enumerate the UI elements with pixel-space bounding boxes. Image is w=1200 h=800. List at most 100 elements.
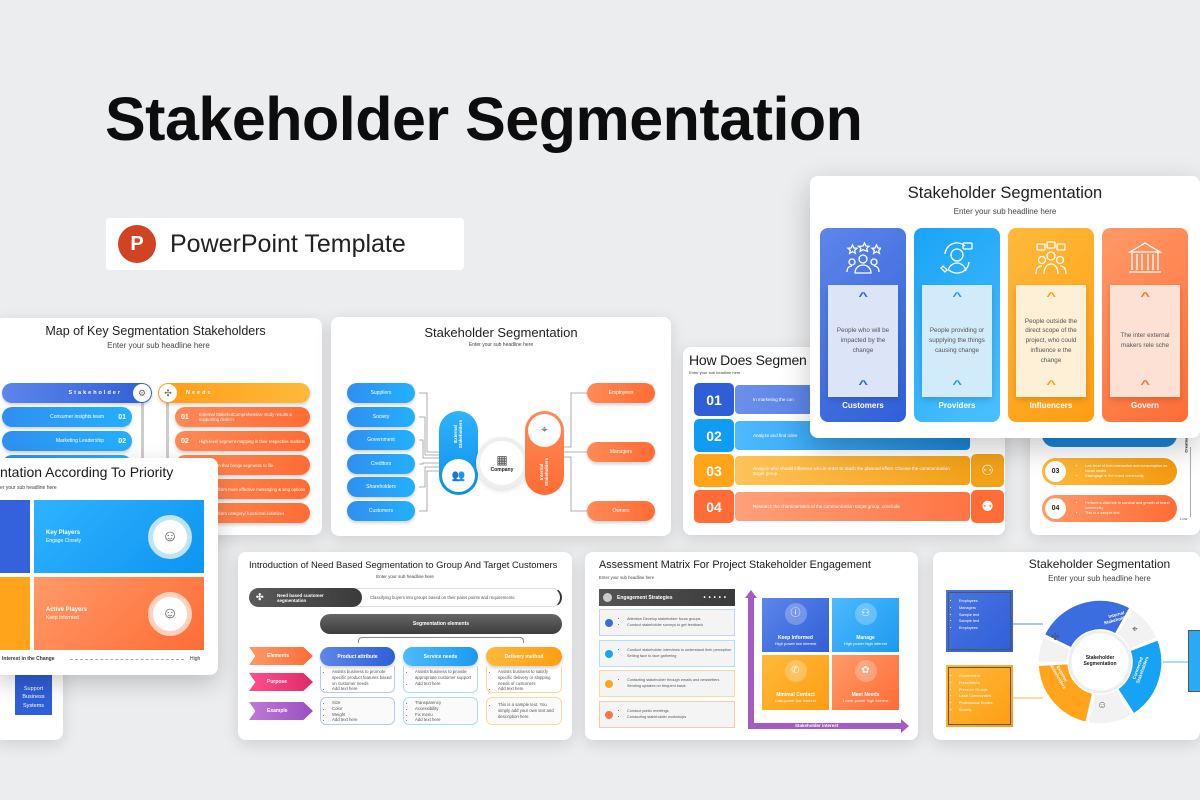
step-number: 04 [694,490,734,523]
bullet: Accessibility [415,706,475,712]
slide-subtitle: Enter your sub headline here [689,370,741,375]
slide-assessment-matrix[interactable]: Assessment Matrix For Project Stakeholde… [585,552,918,740]
slide-priority[interactable]: ntation According To Priority er your su… [0,458,218,675]
bullet: Add text here [332,686,392,692]
internal-item: Managers [587,442,655,462]
slide-stakeholder-wheel[interactable]: Stakeholder Segmentation Enter your sub … [933,552,1200,740]
slide-stakeholder-hub[interactable]: Stakeholder Segmentation Enter your sub … [331,317,671,536]
quadrant-active-players: Active Players Keep Informed ☺ [34,577,204,650]
list-item: Employees [959,598,1009,605]
step-number: 03 [694,454,734,487]
step-text: In marketing the con [753,397,794,402]
external-stakeholders-pill: External Stakeholders 👥 [439,411,478,495]
team-icon: ⚇ [971,454,1004,487]
slide-subtitle: Enter your sub headline here [953,207,1057,216]
column-service-needs: Service needs Assists business to provid… [403,647,478,727]
customers-rating-icon [846,241,881,274]
chevron-up-icon: ^ [1140,379,1150,391]
slide-title: Stakeholder Segmentation [907,184,1103,202]
bullet: Conduct public meetings [627,709,686,714]
slide-stakeholder-cards[interactable]: Stakeholder Segmentation Enter your sub … [810,176,1200,438]
axis-vertical [1190,447,1191,517]
dots-decoration: ••••• [703,594,729,601]
strategy-row: Attention Develop stakeholder focus grou… [599,609,735,636]
building-icon: ▦ [496,453,508,467]
bullet: Assists business to satisfy specific del… [498,669,559,686]
example-box: TransparencyAccessibilityFix menuAdd tex… [403,697,478,725]
internal-stakeholders-pill: ⌖ Internal Stakeholders [525,411,564,495]
connected-list-box [1188,630,1200,692]
step-bar: Analyze who should influence who in orde… [735,456,970,485]
list-item: Sample text [959,612,1009,619]
influencers-icon [1035,241,1067,275]
quadrant-title: Meet Needs [851,692,880,698]
wheel-center-label: Stakeholder Segmentation [1083,655,1117,667]
segment-connected [1116,638,1163,716]
segment-gap [1037,635,1072,664]
bullet: Add text here [498,686,559,692]
quadrant-subtitle: Low power low interest [775,698,816,703]
card-providers: ^People providing or supplying the thing… [914,228,1000,422]
quadrant-title: Minimal Contact [776,692,815,698]
level-bullet: Disengage in the brand community [1085,474,1177,479]
bullet: Fix menu [415,712,475,718]
external-list-box: GovernmentPress/MediaPressure GroupsLoca… [946,665,1013,727]
bullet: Conducting stakeholder workshops [627,715,686,720]
network-icon: ✣ [159,384,177,402]
chevron-up-icon: ^ [858,291,868,303]
level-row: 03 Low level of both interaction and con… [1042,458,1177,485]
chevron-up-icon: ^ [1046,291,1056,303]
slide-title: Map of Key Segmentation Stakeholders [45,324,266,338]
connector [564,392,587,448]
quadrant-subtitle: High power high interest [843,641,888,646]
bullet: Contacting stakeholder through emails an… [627,678,734,688]
step-bar: Research the characteristics of the comm… [735,492,970,521]
card-text: The inter external makers rele sche [1120,332,1170,349]
step-text: Analyze who should influence who in orde… [753,465,950,476]
card-government: ^The inter external makers rele sche^ Go… [1102,228,1188,422]
row-label: Example [267,708,288,714]
step-row: 04 Research the characteristics of the c… [694,490,1004,523]
target-icon: ⌖ [1132,624,1138,635]
connector-lines [419,392,587,512]
segmentation-wheel [1013,599,1188,725]
quadrant-subtitle: Lower power high interest [842,698,889,703]
support-agent-icon [940,242,973,274]
card-text: People providing or supplying the things… [929,327,985,354]
slide-need-based[interactable]: Introduction of Need Based Segmentation … [238,552,572,740]
x-axis-label: Stakeholder interest [795,723,839,728]
external-item: Suppliers [347,383,415,403]
step-number: 02 [694,419,734,452]
header-label: Engagement Strategies [617,594,673,601]
bullet: Transparency [415,700,475,706]
status-dot [605,710,613,719]
row-number: 01 [181,413,189,421]
header-label: Needs [186,390,213,396]
card-panel: ^People who will be impacted by the chan… [828,285,898,397]
purpose-box: Assists business to promote specific pro… [320,666,395,693]
network-icon: ✣ [256,592,264,602]
box-text: Support Business Systems [22,685,45,710]
internal-list-box: EmployeesManagersSample textSample textE… [946,590,1013,652]
bullet: Add text here [415,681,475,687]
slide-title: Stakeholder Segmentation [424,325,578,340]
step-text: Analyze and find roles [753,433,798,438]
list-item: Press/Media [959,680,1009,687]
level-row: 04 Perform a vital role in survival and … [1042,495,1177,522]
pill-label: Internal Stakeholders [539,457,549,487]
example-box: SizeColorWeightAdd text here [320,697,395,725]
external-item: Society [347,407,415,427]
quadrant-title: Manage [856,635,875,641]
axis-label: Interest in the Change [2,656,55,662]
external-item: Customers [347,501,415,521]
card-label: Providers [938,401,976,410]
slide-subtitle: Enter your sub headline here [376,574,434,579]
strategies-header: Engagement Strategies ••••• [599,589,735,606]
list-item: Government [959,673,1009,680]
chevron-up-icon: ^ [1140,291,1150,303]
segmentation-elements-bar: Segmentation elements [320,614,562,634]
quadrant-subtitle: Engage Closely [46,538,82,544]
